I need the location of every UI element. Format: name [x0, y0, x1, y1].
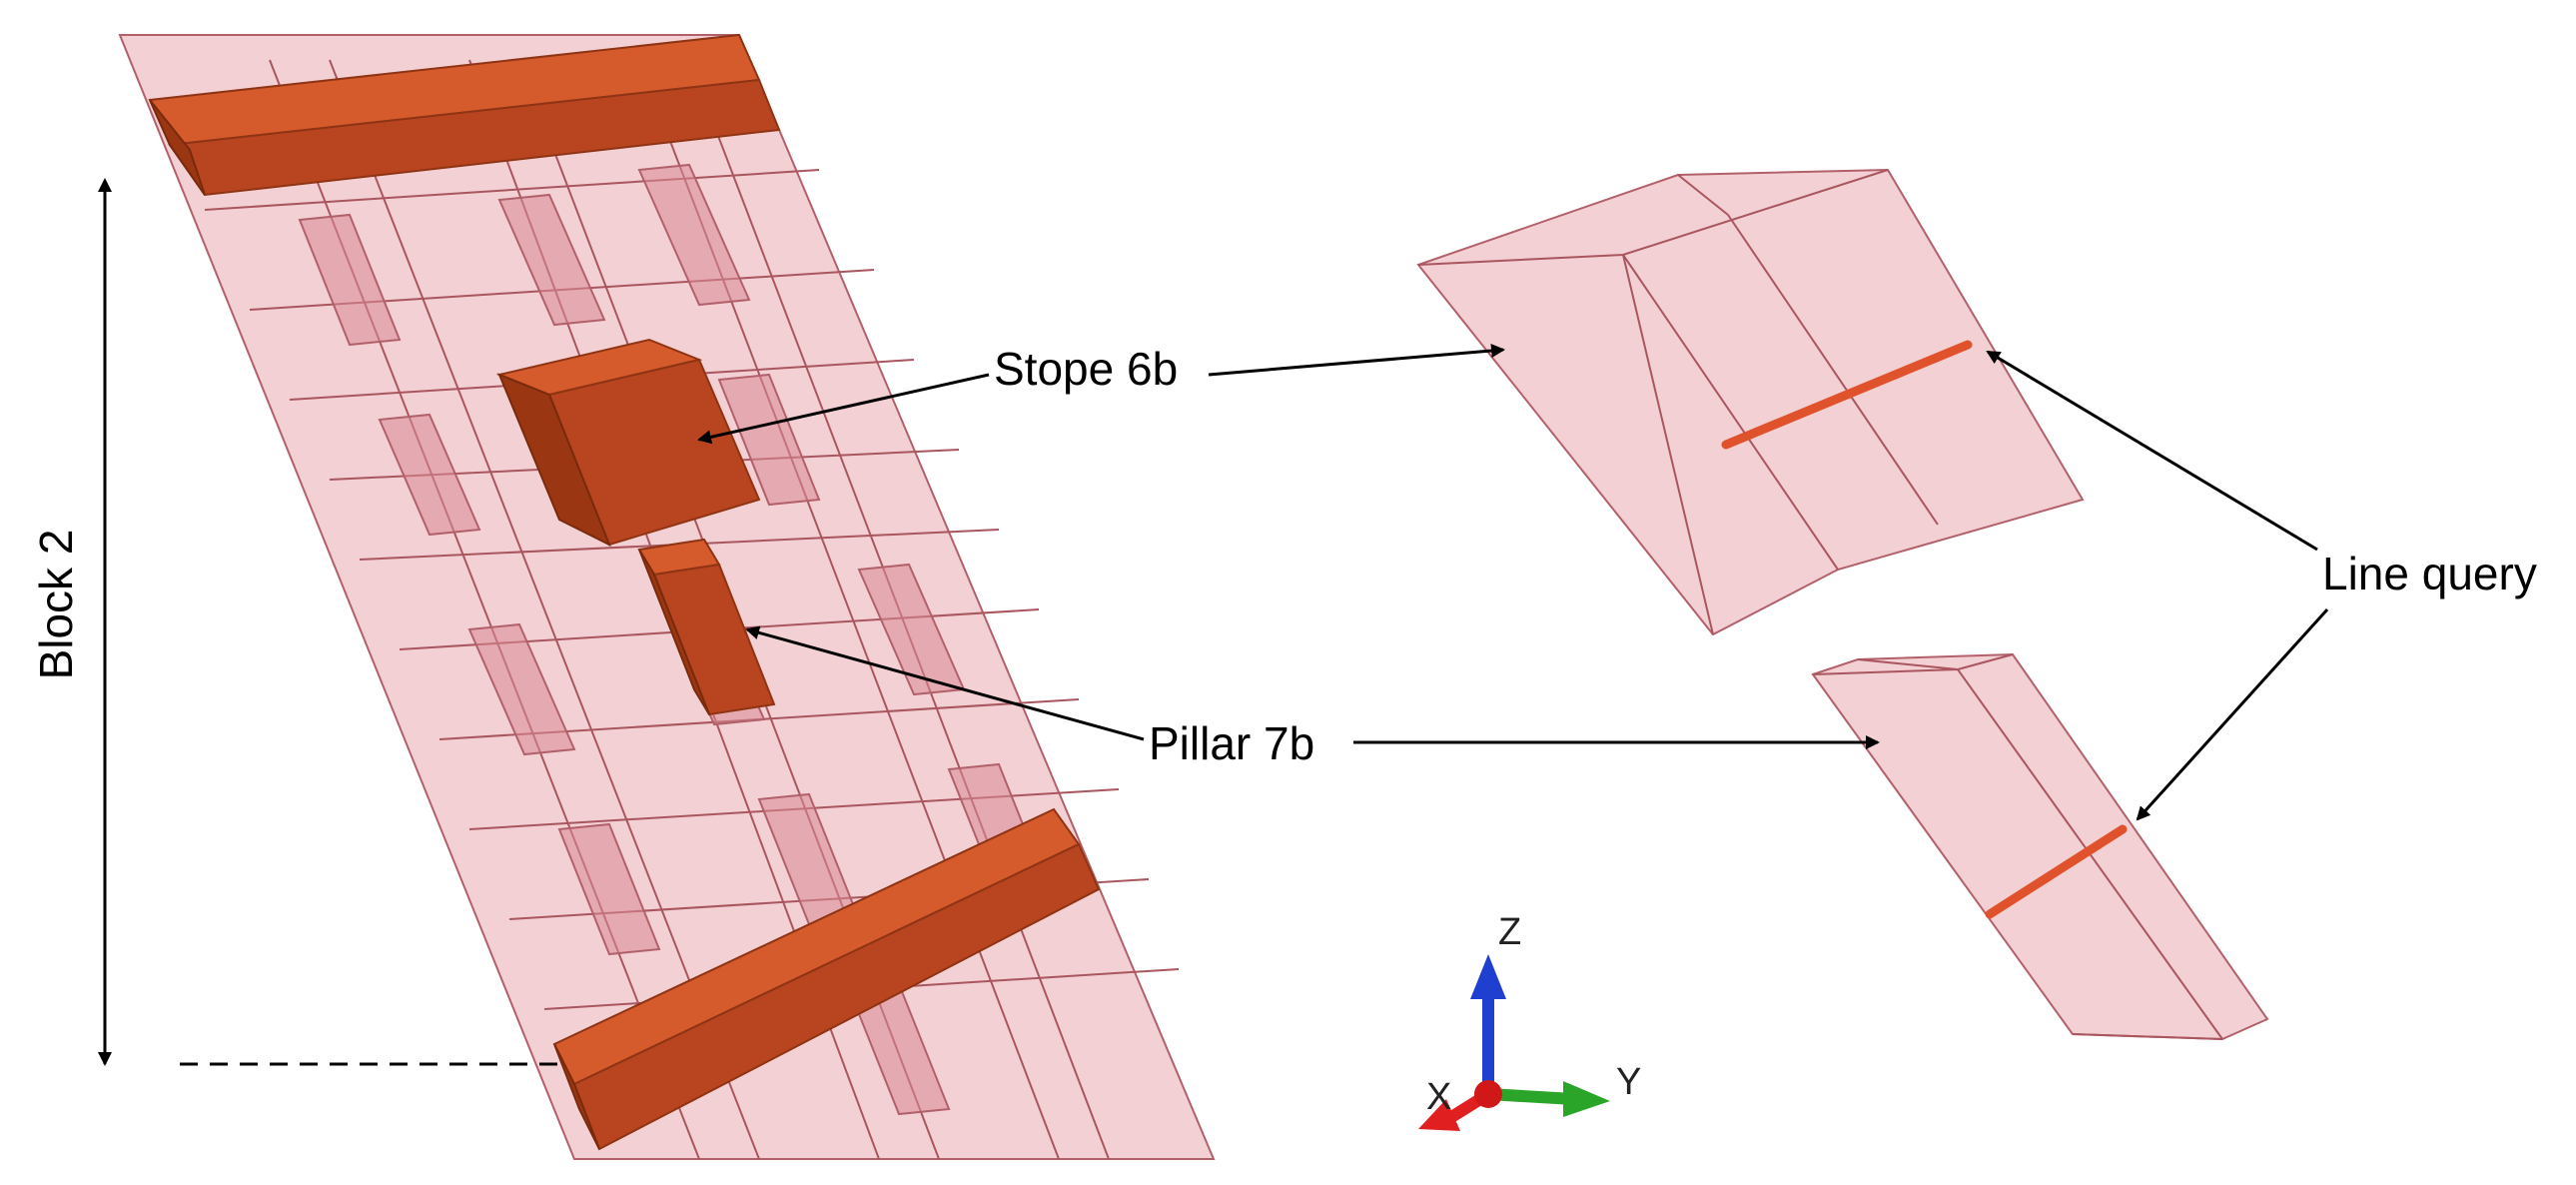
pillar-arrow-left: [745, 625, 1145, 741]
pillar-line-query: [1985, 824, 2128, 919]
lower-drive: [552, 807, 1101, 1151]
orebody-model: [118, 33, 1216, 1160]
stope-6b-box: [1416, 168, 2085, 636]
stope-line-query: [1721, 340, 1973, 450]
pillar-7b-detail: [1811, 652, 2269, 1041]
pillar-label: Pillar 7b: [1149, 717, 1314, 769]
x-axis-label: X: [1426, 1076, 1451, 1118]
upper-drive: [148, 33, 781, 197]
axis-triad: Z Y X: [1418, 911, 1641, 1131]
z-axis-label: Z: [1498, 911, 1521, 953]
stope-6b-detail: [1416, 168, 2085, 636]
block-label: Block 2: [30, 530, 82, 680]
line-query-arrow-lower: [2136, 607, 2329, 821]
y-axis-label: Y: [1616, 1061, 1641, 1103]
y-axis-icon: [1487, 1088, 1574, 1105]
line-query-arrow-upper: [1986, 350, 2318, 552]
stope-label: Stope 6b: [994, 343, 1178, 395]
stope-6b-model: [495, 338, 761, 548]
pillar-7b-box: [1811, 652, 2269, 1041]
pillar-7b-model: [637, 538, 776, 716]
pillar-cells: [298, 163, 1051, 1116]
stope-arrow-right: [1208, 344, 1505, 377]
block-dimension: Block 2: [30, 178, 559, 1066]
stope-arrow-left: [697, 373, 990, 445]
line-query-label: Line query: [2322, 548, 2537, 599]
callouts: Stope 6b Pillar 7b Line query: [697, 343, 2537, 821]
origin-icon: [1474, 1080, 1502, 1108]
